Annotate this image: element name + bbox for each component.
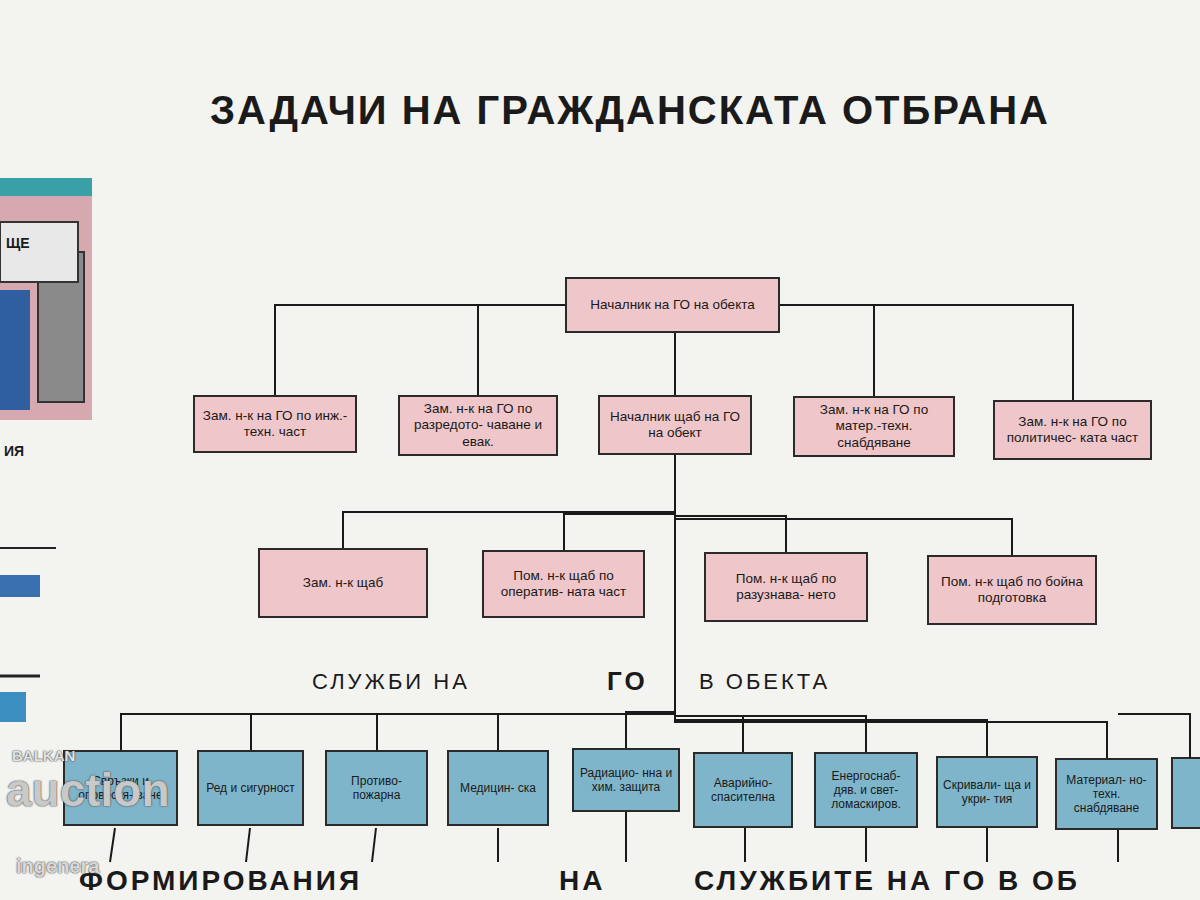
section-heading: В ОБЕКТА	[695, 670, 834, 693]
service-box: Материал- но-техн. снабдяване	[1055, 758, 1158, 830]
org-connector	[251, 455, 675, 750]
org-connector	[564, 455, 675, 550]
org-connector	[121, 455, 675, 750]
box-text: Противо- пожарна	[331, 774, 422, 802]
command-box: Началник щаб на ГО на обект	[598, 395, 752, 455]
command-box: Зам. н-к на ГО по матер.-техн. снабдяван…	[793, 396, 955, 457]
illustration-figure	[0, 692, 26, 722]
box-text: Медицин- ска	[460, 781, 536, 795]
command-box: Пом. н-к щаб по оператив- ната част	[482, 550, 645, 618]
section-heading: ГО	[603, 668, 652, 695]
box-text: Пом. н-к щаб по разузнава- нето	[712, 571, 860, 603]
box-text: Радиацио- нна и хим. защита	[578, 766, 674, 794]
service-box: Ред и сигурност	[197, 750, 304, 826]
org-connector	[674, 333, 676, 395]
bus-extension	[1118, 714, 1190, 758]
illustration-line	[0, 547, 56, 549]
org-connector	[675, 455, 1012, 555]
service-box: Аварийно- спасителна	[693, 752, 793, 828]
section-heading: НА	[555, 866, 609, 895]
service-box: Енергоснаб- дяв. и свет- ломаскиров.	[814, 752, 918, 828]
service-box: Противо- пожарна	[325, 750, 428, 826]
org-connector	[478, 305, 565, 395]
org-connector	[675, 455, 1107, 758]
org-connector	[780, 305, 1073, 400]
box-text: Ред и сигурност	[206, 781, 295, 795]
box-text: Пом. н-к щаб по бойна подготовка	[935, 574, 1089, 606]
box-text: Скривали- ща и укри- тия	[942, 778, 1032, 806]
illustration-figure	[0, 290, 30, 410]
illustration-sign	[0, 222, 78, 282]
illustration-text: ИЯ	[4, 444, 24, 459]
illustration-building	[0, 196, 92, 420]
command-box: Зам. н-к на ГО по разредото- чаване и ев…	[398, 395, 558, 456]
command-box: Началник на ГО на обекта	[565, 277, 780, 333]
org-connector	[275, 305, 565, 395]
command-box: Зам. н-к на ГО по политичес- ката част	[993, 400, 1152, 460]
command-box: Пом. н-к щаб по бойна подготовка	[927, 555, 1097, 625]
box-text: Зам. н-к на ГО по инж.-техн. част	[201, 408, 349, 440]
box-text: Материал- но-техн. снабдяване	[1061, 773, 1152, 815]
illustration-line	[0, 675, 40, 678]
box-text: Аварийно- спасителна	[699, 776, 787, 804]
service-box: Скривали- ща и укри- тия	[936, 756, 1038, 828]
box-text: Зам. н-к на ГО по политичес- ката част	[1001, 414, 1144, 446]
box-text: Зам. н-к на ГО по матер.-техн. снабдяван…	[801, 402, 947, 451]
box-text: Началник на ГО на обекта	[590, 297, 754, 313]
illustration-people	[0, 575, 40, 597]
section-heading: ФОРМИРОВАНИЯ	[75, 866, 366, 895]
org-connector	[780, 305, 874, 396]
watermark: BALKAN	[12, 748, 75, 764]
box-text: Началник щаб на ГО на обект	[606, 409, 744, 441]
section-heading: СЛУЖБИТЕ НА ГО В ОБ	[690, 866, 1084, 895]
box-text: Пом. н-к щаб по оператив- ната част	[490, 568, 637, 600]
service-box: Медицин- ска	[447, 750, 549, 826]
command-box: Зам. н-к на ГО по инж.-техн. част	[193, 395, 357, 453]
command-box: Пом. н-к щаб по разузнава- нето	[704, 552, 868, 622]
section-heading: СЛУЖБИ НА	[308, 670, 474, 693]
watermark: auction	[6, 766, 170, 814]
command-box: Зам. н-к щаб	[258, 548, 428, 618]
org-connector	[675, 455, 786, 552]
illustration-text: ЩЕ	[6, 236, 30, 251]
service-box: Радиацио- нна и хим. защита	[572, 748, 680, 812]
watermark: ingenera	[16, 856, 99, 877]
cut-service-box	[1172, 758, 1200, 828]
box-text: Зам. н-к щаб	[303, 575, 383, 591]
box-text: Енергоснаб- дяв. и свет- ломаскиров.	[820, 769, 912, 811]
poster-title: ЗАДАЧИ НА ГРАЖДАНСКАТА ОТБРАНА	[0, 88, 1200, 133]
org-connector	[343, 455, 675, 548]
box-text: Зам. н-к на ГО по разредото- чаване и ев…	[406, 401, 550, 450]
